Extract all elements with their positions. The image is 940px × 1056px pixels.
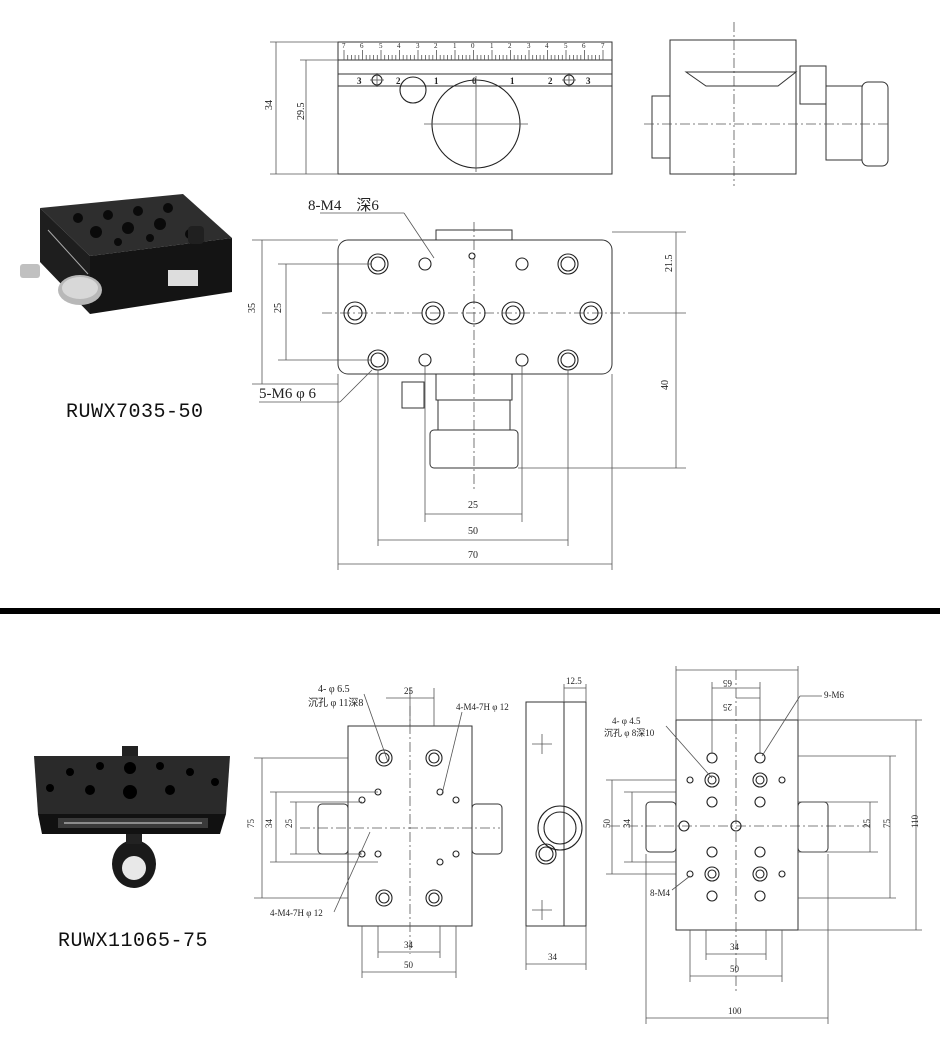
dim-25-v: 25 (284, 819, 294, 829)
dim-h50: 50 (468, 526, 478, 537)
note-cb-6-5: 4- φ 6.5 (318, 684, 350, 695)
scale-number: 4 (545, 42, 549, 50)
note-5-m6: 5-M6 φ 6 (259, 386, 316, 402)
dim-34-side: 34 (548, 952, 558, 962)
model-label-top: RUWX7035-50 (66, 401, 204, 424)
vernier-number: 3 (586, 76, 591, 86)
dim-50-v-bv: 50 (602, 819, 612, 829)
note-cb-8-deep10: 沉孔 φ 8深10 (604, 728, 655, 738)
dim-h70: 70 (468, 550, 478, 561)
dim-v40: 40 (660, 380, 671, 390)
scale-number: 4 (397, 42, 401, 50)
scale-number: 1 (453, 42, 457, 50)
dim-75: 75 (246, 819, 256, 829)
note-8-m4-bottom: 8-M4 (650, 888, 670, 898)
scale-number: 5 (564, 42, 568, 50)
scale-number: 7 (601, 42, 605, 50)
dim-25-bv: 25 (723, 702, 733, 712)
note-cb-4-5: 4- φ 4.5 (612, 716, 641, 726)
side-view-top (644, 22, 890, 186)
drawing-bottom: 4- φ 6.5 沉孔 φ 11深8 4-M4-7H φ 12 4-M4-7H … (246, 666, 922, 1024)
vernier-number: 0 (472, 76, 477, 86)
note-m4-bottom: 4-M4-7H φ 12 (270, 908, 323, 918)
scale-number: 6 (582, 42, 586, 50)
dim-h25: 25 (468, 500, 478, 511)
dim-v21-5: 21.5 (664, 255, 675, 273)
model-label-bottom: RUWX11065-75 (58, 930, 209, 953)
scale-number: 1 (490, 42, 494, 50)
note-8-m4: 8-M4 深6 (308, 197, 379, 214)
drawing-top: 7 6 5 4 3 2 1 0 1 2 3 4 5 6 7 3 2 1 0 (247, 22, 890, 570)
dim-34-v-bv: 34 (622, 819, 632, 829)
dim-25-v-bv: 25 (862, 819, 872, 829)
scale-number: 6 (360, 42, 364, 50)
scale-number: 5 (379, 42, 383, 50)
dim-50-h: 50 (404, 960, 414, 970)
side-view-bottom: 12.5 34 (525, 676, 587, 970)
scale-number: 0 (471, 42, 475, 50)
dim-34-h: 34 (404, 940, 414, 950)
dim-v25: 25 (273, 303, 284, 313)
dim-50-h-bv: 50 (730, 964, 740, 974)
vernier-number: 2 (548, 76, 553, 86)
dim-100: 100 (728, 1006, 742, 1016)
note-m4-top: 4-M4-7H φ 12 (456, 702, 509, 712)
dim-34-v: 34 (264, 819, 274, 829)
dim-65: 65 (723, 678, 733, 688)
dim-height-total: 34 (264, 100, 275, 110)
dim-12-5: 12.5 (566, 676, 582, 686)
dim-34-h-bv: 34 (730, 942, 740, 952)
plan-view-bottom-left: 4- φ 6.5 沉孔 φ 11深8 4-M4-7H φ 12 4-M4-7H … (246, 684, 509, 978)
scale-number: 2 (434, 42, 438, 50)
vernier-number: 2 (396, 76, 401, 86)
scale-numbers: 7 6 5 4 3 2 1 0 1 2 3 4 5 6 7 (342, 42, 605, 50)
vernier-number: 1 (434, 76, 439, 86)
note-cb-11-deep8: 沉孔 φ 11深8 (308, 696, 363, 709)
vernier-number: 3 (357, 76, 362, 86)
scale-number: 3 (416, 42, 420, 50)
dim-25-top: 25 (404, 686, 414, 696)
product-photo-top (20, 194, 232, 314)
dim-height-scale: 29.5 (296, 103, 307, 121)
product-photo-bottom (34, 746, 230, 888)
scale-number: 2 (508, 42, 512, 50)
section-divider (0, 608, 940, 614)
dim-110: 110 (910, 814, 920, 828)
scale-number: 3 (527, 42, 531, 50)
dim-75-bv: 75 (882, 819, 892, 829)
bottom-view: 4- φ 4.5 沉孔 φ 8深10 9-M6 8-M4 65 25 50 (602, 666, 922, 1024)
note-9-m6: 9-M6 (824, 690, 844, 700)
plan-view-top: 8-M4 深6 5-M6 φ 6 35 25 21.5 40 (247, 197, 686, 570)
scale-number: 7 (342, 42, 346, 50)
vernier-numbers: 3 2 1 0 1 2 3 (357, 76, 591, 86)
front-view-top: 7 6 5 4 3 2 1 0 1 2 3 4 5 6 7 3 2 1 0 (264, 41, 613, 175)
vernier-number: 1 (510, 76, 515, 86)
dim-v35: 35 (247, 303, 258, 313)
